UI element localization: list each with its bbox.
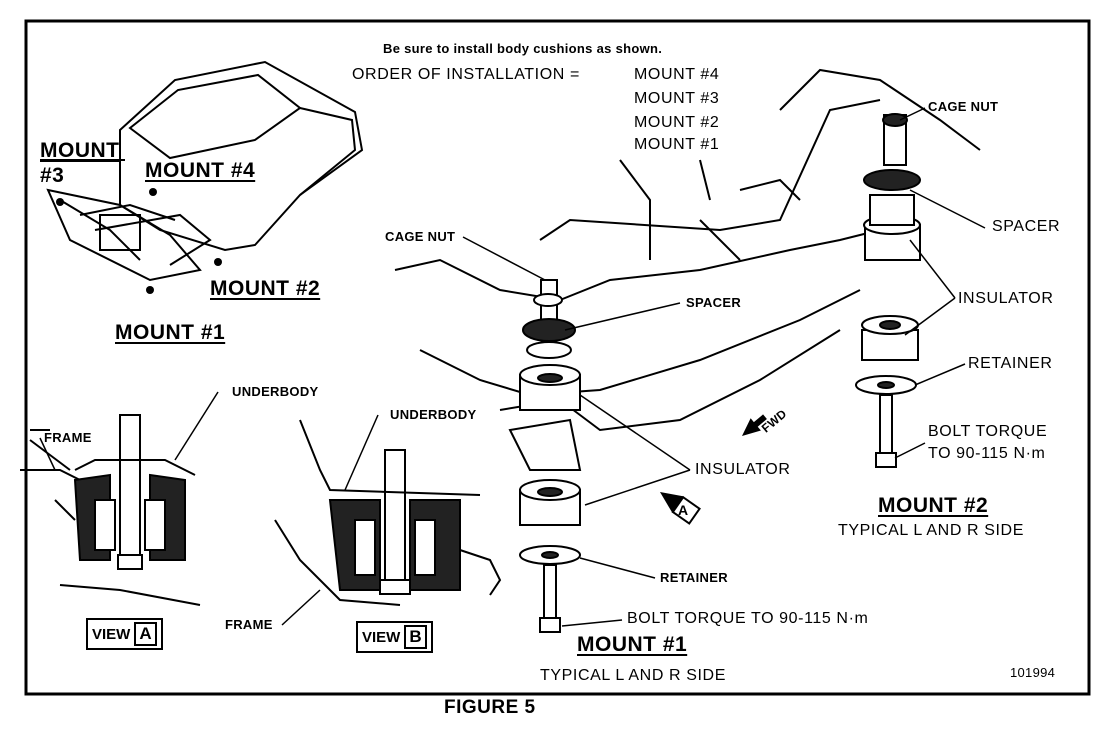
leader-lines	[39, 107, 986, 627]
view-a-frame-label: FRAME	[44, 430, 92, 445]
view-a-section	[20, 414, 201, 606]
view-a-arrow	[660, 492, 701, 525]
order-item-4: MOUNT #1	[634, 136, 720, 153]
view-a-arrow-letter: A	[678, 502, 689, 518]
view-b-tag: VIEW B	[356, 621, 433, 653]
install-note: Be sure to install body cushions as show…	[383, 41, 663, 56]
figure-number: 101994	[1010, 665, 1056, 680]
view-b-section	[274, 419, 502, 606]
insulator-center-label: INSULATOR	[695, 461, 791, 478]
figure-caption: FIGURE 5	[444, 697, 536, 718]
inset-mount1-label: MOUNT #1	[115, 321, 226, 344]
bolt-torque-right-label-2: TO 90-115 N·m	[928, 445, 1046, 462]
order-label: ORDER OF INSTALLATION =	[352, 66, 580, 83]
bolt-torque-left-label: BOLT TORQUE TO 90-115 N·m	[627, 610, 869, 627]
view-b-underbody-label: UNDERBODY	[390, 407, 477, 422]
mount2-subtitle: TYPICAL L AND R SIDE	[838, 522, 1024, 539]
mount2-title: MOUNT #2	[878, 494, 989, 517]
view-a-letter: A	[134, 622, 157, 646]
cage-nut-right-label: CAGE NUT	[928, 99, 999, 114]
view-a-tag: VIEW A	[86, 618, 163, 650]
mount2-stack	[855, 113, 921, 468]
vehicle-inset-mount-markers	[56, 188, 222, 294]
vehicle-inset-drawing	[46, 60, 364, 282]
inset-mount4-label: MOUNT #4	[145, 159, 256, 182]
view-b-frame-label: FRAME	[225, 617, 273, 632]
figure-border	[24, 19, 1091, 696]
fwd-arrow	[742, 414, 767, 436]
view-b-word: VIEW	[362, 628, 401, 646]
mount1-stack	[519, 279, 581, 633]
retainer-right-label: RETAINER	[968, 355, 1053, 372]
order-item-3: MOUNT #2	[634, 114, 720, 131]
insulator-right-label: INSULATOR	[958, 290, 1054, 307]
mount1-subtitle: TYPICAL L AND R SIDE	[540, 667, 726, 684]
mount1-title: MOUNT #1	[577, 633, 688, 656]
view-a-underbody-label: UNDERBODY	[232, 384, 319, 399]
order-item-1: MOUNT #4	[634, 66, 720, 83]
spacer-left-label: SPACER	[686, 295, 742, 310]
inset-mount3-label-line2: #3	[40, 164, 65, 187]
inset-mount2-label: MOUNT #2	[210, 277, 321, 300]
view-b-letter: B	[404, 625, 427, 649]
order-item-2: MOUNT #3	[634, 90, 720, 107]
bolt-torque-right-label-1: BOLT TORQUE	[928, 423, 1048, 440]
view-a-word: VIEW	[92, 625, 131, 643]
spacer-right-label: SPACER	[992, 218, 1061, 235]
retainer-left-label: RETAINER	[660, 570, 728, 585]
inset-mount3-label-line1: MOUNT	[40, 139, 120, 162]
cage-nut-left-label: CAGE NUT	[385, 229, 456, 244]
